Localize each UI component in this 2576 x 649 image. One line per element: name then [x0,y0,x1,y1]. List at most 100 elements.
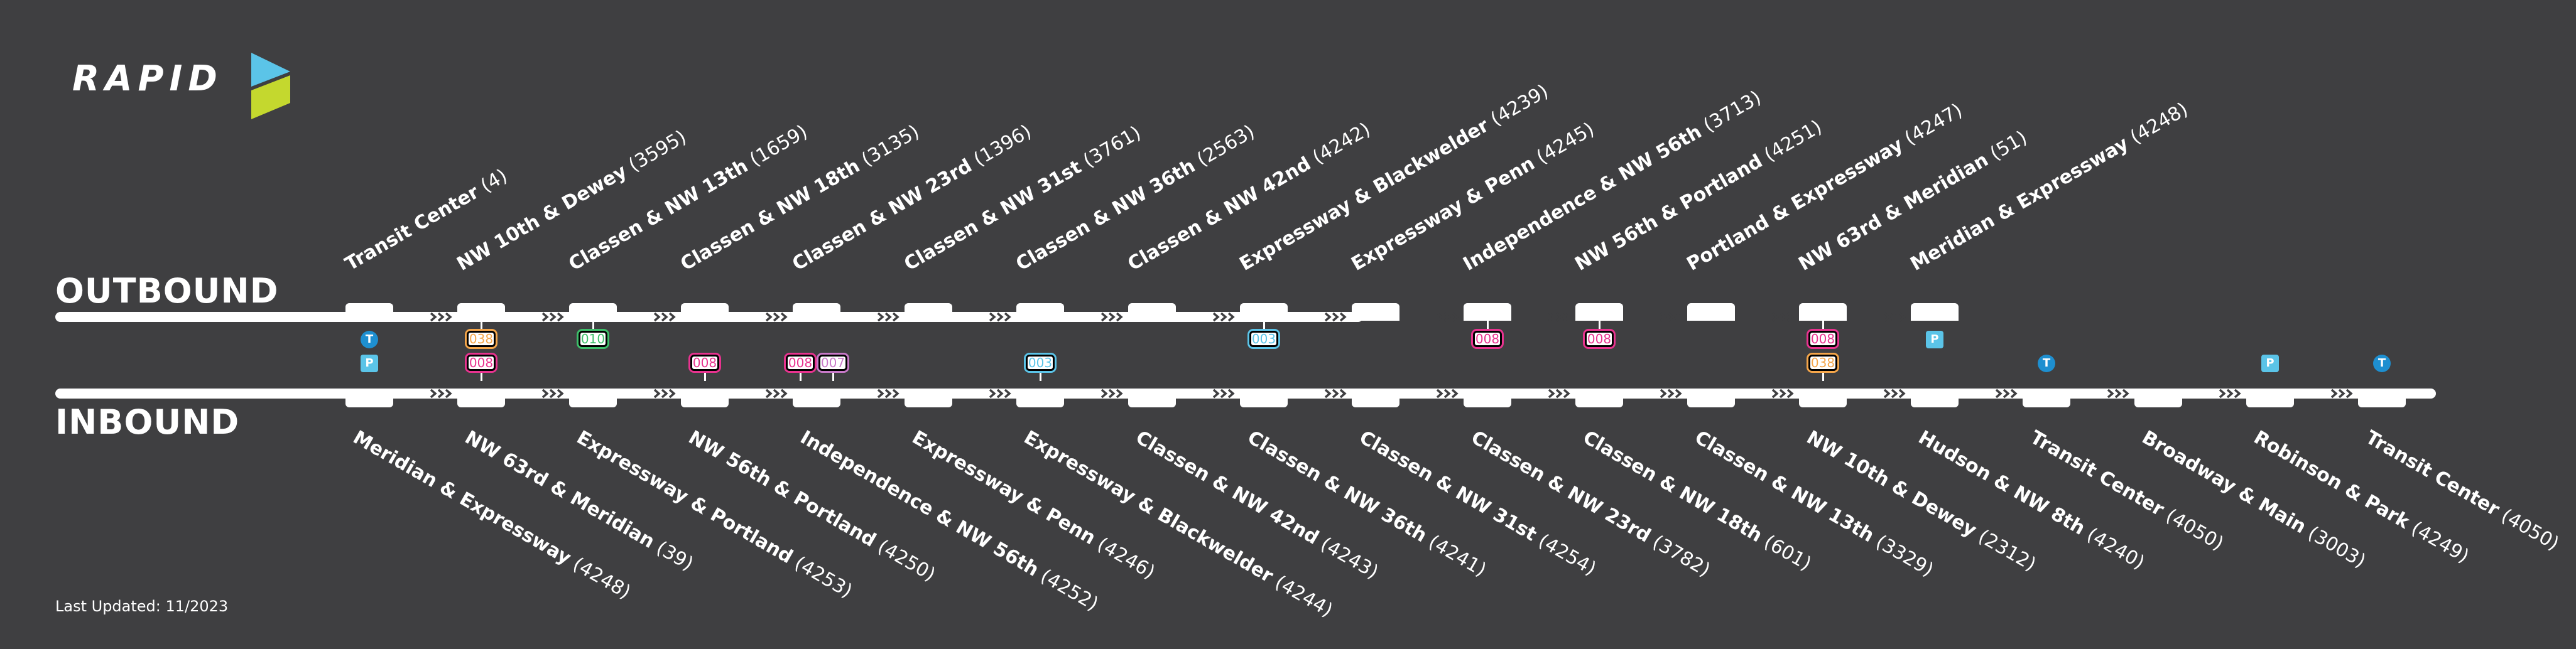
outbound-direction-chevron-icon [1883,312,1906,322]
stop-name: Expressway & Portland [573,426,797,569]
outbound-stop-marker [1352,303,1399,321]
stop-name: Classen & NW 18th [677,154,864,276]
stop-code: (4248) [2121,98,2192,152]
inbound-direction-chevron-icon [1212,389,1235,399]
inbound-label: INBOUND [55,402,240,442]
inbound-stop-marker [457,390,505,407]
stop-code: (2563) [1188,121,1259,174]
stop-code: (4244) [1266,568,1337,622]
stop-name: NW 63rd & Meridian [1795,149,1992,276]
stop-name: Classen & NW 42nd [1124,153,1315,276]
inbound-direction-chevron-icon [430,389,452,399]
outbound-direction-chevron-icon [989,312,1011,322]
outbound-direction-chevron-icon [1660,312,1682,322]
stop-code: (4254) [1529,527,1600,581]
stop-name: Expressway & Penn [1347,152,1539,276]
inbound-stop-marker [905,390,952,407]
stop-name: Expressway & Penn [908,426,1100,550]
route-connector [1822,371,1824,381]
stop-code: (4251) [1755,115,1826,169]
park-and-ride-icon: P [361,355,378,372]
stop-name: Classen & NW 18th [1579,426,1766,547]
outbound-stop-marker [1575,303,1623,321]
stop-name: Meridian & Expressway [1906,132,2133,276]
rapid-logo-arrow-icon [251,53,290,119]
inbound-stop-label: Hudson & NW 8th (4240) [1915,426,2148,574]
stop-name: Classen & NW 31st [1356,426,1541,546]
inbound-stop-label: Transit Center (4050) [2362,426,2563,555]
stop-code: (4242) [1303,118,1374,172]
stop-code: (3713) [1694,86,1765,140]
route-connector [1486,321,1489,331]
outbound-direction-chevron-icon [1436,312,1459,322]
outbound-stop-marker [345,303,393,321]
stop-code: (1396) [964,120,1035,174]
inbound-stop-label: Broadway & Main (3003) [2138,426,2369,573]
stop-code: (4239) [1481,80,1553,134]
inbound-stop-marker [2358,390,2406,407]
stop-name: Classen & NW 36th [1244,426,1431,547]
stop-name: Portland & Expressway [1683,133,1907,276]
connecting-route-badge: 008 [1585,331,1614,347]
stop-name: Classen & NW 23rd [788,154,976,276]
park-and-ride-icon: P [2261,355,2279,372]
inbound-stop-marker [681,390,729,407]
inbound-stop-marker [1240,390,1288,407]
connecting-route-badge: 010 [579,331,607,347]
stop-code: (3761) [1074,121,1145,175]
inbound-direction-chevron-icon [2107,389,2129,399]
park-and-ride-icon: P [1926,331,1943,348]
stop-code: (3782) [1643,528,1714,582]
stop-code: (4050) [2156,501,2227,555]
stop-code: (4241) [1419,527,1490,581]
inbound-stop-label: Robinson & Park (4249) [2250,426,2473,568]
inbound-direction-chevron-icon [541,389,564,399]
stop-code: (4050) [2492,501,2563,555]
connecting-route-badge: 038 [1808,355,1837,371]
inbound-direction-chevron-icon [1660,389,1682,399]
inbound-stop-marker [345,390,393,407]
inbound-direction-chevron-icon [1101,389,1123,399]
stop-name: Classen & NW 36th [1012,154,1199,276]
route-connector [704,371,706,381]
outbound-direction-chevron-icon [1101,312,1123,322]
inbound-direction-chevron-icon [765,389,788,399]
inbound-stop-marker [1352,390,1399,407]
route-connector [1598,321,1600,331]
outbound-stop-marker [793,303,840,321]
connecting-route-badge: 008 [1808,331,1837,347]
inbound-stop-marker [1128,390,1176,407]
stop-code: (4240) [2077,520,2148,574]
route-connector [799,371,802,381]
outbound-direction-chevron-icon [1548,312,1570,322]
outbound-stop-marker [1128,303,1176,321]
inbound-stop-marker [1575,390,1623,407]
stop-code: (51) [1981,126,2031,168]
stop-name: Classen & NW 42nd [1132,426,1323,549]
outbound-stop-marker [681,303,729,321]
inbound-direction-chevron-icon [1324,389,1347,399]
stop-name: Classen & NW 13th [565,154,752,276]
inbound-direction-chevron-icon [653,389,676,399]
stop-code: (4249) [2402,514,2473,568]
inbound-stop-marker [1687,390,1735,407]
stop-name: NW 56th & Portland [685,426,880,552]
stop-code: (2312) [1969,522,2040,576]
inbound-stop-marker [2023,390,2070,407]
stop-code: (4245) [1528,118,1599,172]
outbound-stop-marker [569,303,617,321]
route-connector [480,371,482,381]
inbound-direction-chevron-icon [1436,389,1459,399]
stop-code: (3003) [2298,519,2369,573]
connecting-route-badge: 008 [1473,331,1502,347]
connecting-route-badge: 008 [467,355,496,371]
stop-name: NW 56th & Portland [1571,150,1766,276]
transit-center-icon: T [2373,355,2391,372]
stop-name: Classen & NW 31st [900,156,1085,276]
inbound-direction-chevron-icon [2330,389,2353,399]
inbound-direction-chevron-icon [1548,389,1570,399]
outbound-direction-chevron-icon [877,312,899,322]
outbound-direction-chevron-icon [541,312,564,322]
outbound-stop-marker [1016,303,1064,321]
